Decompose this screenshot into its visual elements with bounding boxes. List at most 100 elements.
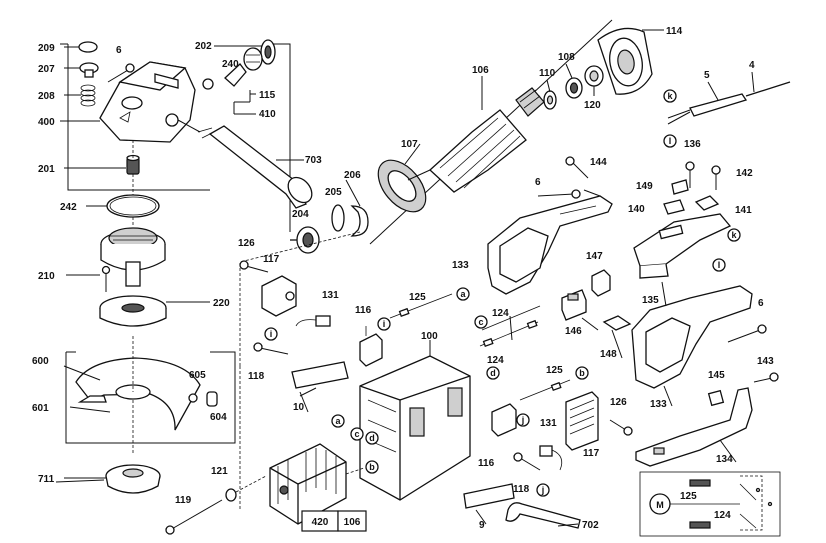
switch-actuator-135 (633, 213, 732, 279)
pad-148 (602, 315, 632, 331)
brush-cover-117-left (261, 275, 297, 317)
label-108: 108 (558, 52, 575, 63)
spanner-702 (505, 502, 581, 529)
wiring-schematic: M (639, 471, 781, 537)
label-6a: 6 (116, 45, 122, 56)
label-134: 134 (716, 454, 733, 465)
svg-text:k: k (731, 230, 737, 240)
svg-text:i: i (270, 329, 273, 339)
label-118b: 118 (513, 484, 530, 495)
screw-126-left (239, 260, 269, 273)
svg-text:c: c (478, 317, 483, 327)
screw-6-lower-right (727, 324, 767, 343)
label-135: 135 (642, 295, 659, 306)
label-125b: 125 (546, 365, 563, 376)
stator-420 (269, 443, 347, 525)
callout-c2: c (350, 427, 364, 441)
label-204: 204 (292, 209, 309, 220)
label-711: 711 (38, 474, 55, 485)
label-126b: 126 (610, 397, 627, 408)
label-116b: 116 (478, 458, 495, 469)
callout-b2: b (365, 460, 379, 474)
callout-j1: j (516, 413, 530, 427)
svg-text:l: l (718, 260, 721, 270)
screw-6-upper-right (537, 189, 581, 199)
svg-text:M: M (656, 500, 664, 510)
screw-143 (753, 372, 779, 383)
label-116a: 116 (355, 305, 372, 316)
callout-c1: c (474, 315, 488, 329)
brush-holder-116-left (359, 326, 383, 367)
label-240: 240 (222, 59, 239, 70)
spring-141 (694, 195, 720, 211)
label-201: 201 (38, 164, 55, 175)
label-115: 115 (259, 90, 276, 101)
o-ring-209 (78, 41, 98, 53)
brush-131-right (539, 445, 563, 471)
label-144: 144 (590, 157, 607, 168)
label-605: 605 (189, 370, 206, 381)
screw-144 (565, 156, 589, 179)
schematic-label-125: 125 (680, 491, 697, 502)
callout-i2: i (377, 317, 391, 331)
callout-k1: k (663, 89, 677, 103)
label-148: 148 (600, 349, 617, 360)
screw-119 (165, 488, 237, 535)
label-10: 10 (293, 402, 305, 413)
label-6b: 6 (535, 177, 541, 188)
brush-holder-116-right (491, 403, 517, 437)
table-cell-420: 420 (312, 517, 329, 528)
end-cap-114 (597, 27, 664, 95)
label-120: 120 (584, 100, 601, 111)
circlip-205 (331, 204, 345, 232)
screw-126-right (609, 419, 633, 436)
table-cell-106: 106 (344, 517, 361, 528)
label-202: 202 (195, 41, 212, 52)
flange-nut-711 (64, 464, 161, 494)
svg-text:l: l (669, 136, 672, 146)
svg-text:k: k (667, 91, 673, 101)
handle-cover-134 (635, 387, 753, 467)
label-119: 119 (175, 495, 192, 506)
callout-d1: d (486, 366, 500, 380)
callout-l1: l (663, 134, 677, 148)
label-131a: 131 (322, 290, 339, 301)
label-124: 124 (492, 308, 509, 319)
label-604: 604 (210, 412, 227, 423)
switch-146 (561, 289, 587, 321)
screw-118-left (253, 342, 289, 355)
bearing-204 (290, 226, 320, 254)
bushing-201 (126, 154, 140, 175)
handle-group (197, 39, 313, 232)
guard-group (63, 336, 236, 455)
label-145: 145 (708, 370, 725, 381)
callout-i1: i (264, 327, 278, 341)
housing-half-133-upper (487, 195, 613, 295)
label-142: 142 (736, 168, 753, 179)
motor-housing-100 (359, 340, 471, 501)
label-106: 106 (472, 65, 489, 76)
clip-206 (350, 205, 369, 237)
label-207: 207 (38, 64, 55, 75)
label-136: 136 (684, 139, 701, 150)
brush-131-left (295, 315, 331, 327)
label-9: 9 (479, 520, 485, 531)
label-plate-9 (463, 483, 515, 509)
label-124b: 124 (487, 355, 504, 366)
label-143: 143 (757, 356, 774, 367)
label-210: 210 (38, 271, 55, 282)
label-plate-10 (291, 361, 349, 389)
label-702: 702 (582, 520, 599, 531)
svg-text:a: a (335, 416, 341, 426)
label-100: 100 (421, 331, 438, 342)
label-6c: 6 (758, 298, 764, 309)
label-117a: 117 (263, 254, 280, 265)
screw-6 (107, 63, 135, 83)
lock-147 (591, 269, 611, 297)
label-131b: 131 (540, 418, 557, 429)
label-140: 140 (628, 204, 645, 215)
label-146: 146 (565, 326, 582, 337)
label-5: 5 (704, 70, 710, 81)
svg-text:d: d (490, 368, 496, 378)
